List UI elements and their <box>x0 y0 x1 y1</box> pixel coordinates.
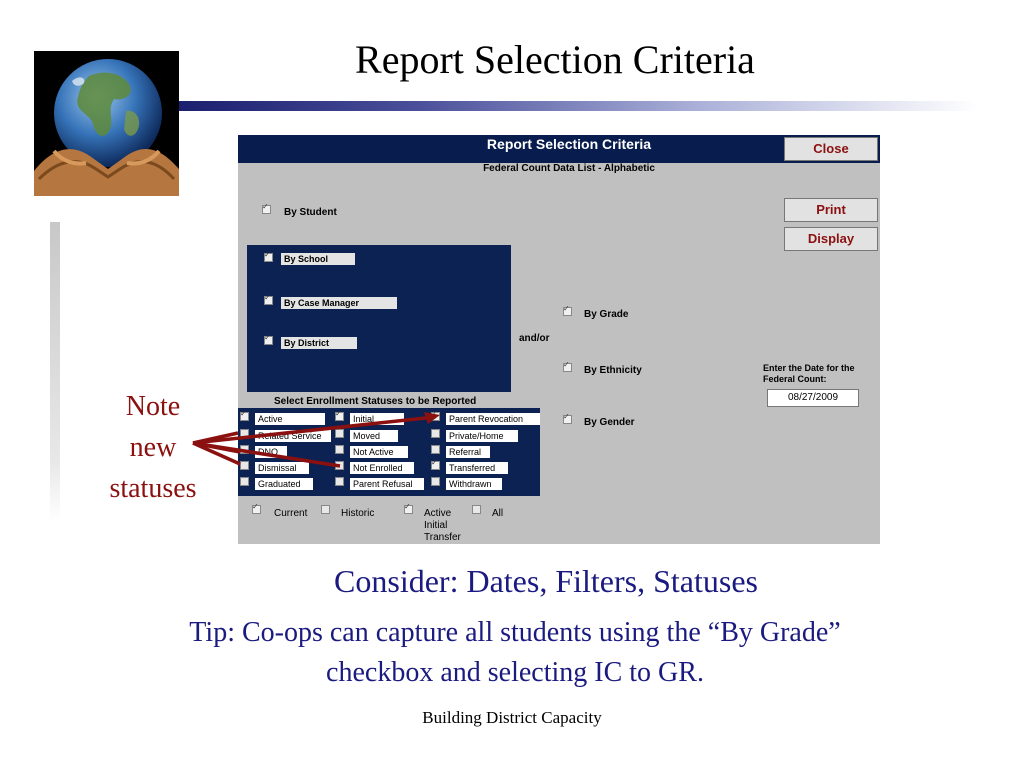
status-label: Parent Refusal <box>350 478 424 490</box>
screen-header <box>238 135 880 163</box>
arrow-not-enrolled <box>192 441 341 468</box>
and-or-label: and/or <box>519 333 550 344</box>
arrow-head-icon <box>424 412 440 424</box>
all-checkbox[interactable] <box>472 505 481 514</box>
by-grade-checkbox[interactable] <box>563 304 572 316</box>
status-label: Private/Home <box>446 430 518 442</box>
status-label: Dismissal <box>255 462 309 474</box>
note-line: new <box>129 432 177 463</box>
by-ethnicity-label: By Ethnicity <box>584 365 642 376</box>
status-label: Transferred <box>446 462 508 474</box>
slide-title: Report Selection Criteria <box>355 37 755 82</box>
by-school-checkbox[interactable] <box>264 250 273 262</box>
status-label: Not Enrolled <box>350 462 414 474</box>
status-label: Withdrawn <box>446 478 502 490</box>
print-button[interactable]: Print <box>784 198 878 222</box>
by-student-label: By Student <box>284 207 337 218</box>
display-button[interactable]: Display <box>784 227 878 251</box>
arrow-related-service <box>192 431 239 445</box>
status-checkbox-private-home[interactable] <box>431 429 440 438</box>
historic-checkbox[interactable] <box>321 505 330 514</box>
slide-footer: Building District Capacity <box>422 708 602 727</box>
current-checkbox[interactable] <box>252 502 261 514</box>
status-label: Parent Revocation <box>446 413 540 425</box>
tip-text: Tip: Co-ops can capture all students usi… <box>100 613 930 693</box>
active-initial-transfer-label: Active Initial Transfer <box>424 508 461 544</box>
status-checkbox-dismissal[interactable] <box>240 461 249 470</box>
status-checkbox-initial[interactable] <box>335 409 344 421</box>
by-case-manager-checkbox[interactable] <box>264 293 273 305</box>
status-checkbox-moved[interactable] <box>335 429 344 438</box>
grouping-panel <box>247 245 511 392</box>
arrow-parent-revocation <box>192 415 436 445</box>
option-line: Initial <box>424 520 448 531</box>
report-screenshot: Report Selection Criteria Federal Count … <box>238 135 880 544</box>
current-label: Current <box>274 508 308 519</box>
status-checkbox-graduated[interactable] <box>240 477 249 486</box>
title-rule <box>178 101 978 111</box>
status-label: Active <box>255 413 325 425</box>
active-initial-transfer-checkbox[interactable] <box>404 502 413 514</box>
status-checkbox-active[interactable] <box>240 409 249 421</box>
by-district-checkbox[interactable] <box>264 333 273 345</box>
status-checkbox-withdrawn[interactable] <box>431 477 440 486</box>
status-checkbox-referral[interactable] <box>431 445 440 454</box>
consider-heading: Consider: Dates, Filters, Statuses <box>334 563 758 599</box>
date-label-line: Enter the Date for the <box>763 363 855 373</box>
by-gender-label: By Gender <box>584 417 635 428</box>
status-label: Not Active <box>350 446 408 458</box>
note-new-statuses: Note new statuses <box>96 386 210 509</box>
date-label-line: Federal Count: <box>763 374 827 384</box>
option-line: Active <box>424 508 452 519</box>
status-label: Referral <box>446 446 490 458</box>
option-line: Transfer <box>424 532 461 543</box>
left-accent-bar <box>50 222 60 522</box>
by-grade-label: By Grade <box>584 309 629 320</box>
note-line: Note <box>125 391 181 422</box>
federal-count-date-label: Enter the Date for the Federal Count: <box>763 363 883 385</box>
by-gender-checkbox[interactable] <box>563 412 572 424</box>
tip-line: checkbox and selecting IC to GR. <box>326 657 704 688</box>
all-label: All <box>492 508 504 519</box>
by-ethnicity-checkbox[interactable] <box>563 360 572 372</box>
status-checkbox-not-active[interactable] <box>335 445 344 454</box>
close-button[interactable]: Close <box>784 137 878 161</box>
globe-hands-image <box>34 51 179 196</box>
by-case-manager-label: By Case Manager <box>281 297 397 309</box>
arrow-dismissal <box>192 441 241 466</box>
statuses-title: Select Enrollment Statuses to be Reporte… <box>274 396 477 407</box>
screen-subtitle: Federal Count Data List - Alphabetic <box>483 163 655 174</box>
by-school-label: By School <box>281 253 355 265</box>
status-checkbox-transferred[interactable] <box>431 458 440 470</box>
status-label: Moved <box>350 430 398 442</box>
tip-line: Tip: Co-ops can capture all students usi… <box>189 617 841 648</box>
note-line: statuses <box>109 473 197 504</box>
screen-header-title: Report Selection Criteria <box>486 136 652 152</box>
by-district-label: By District <box>281 337 357 349</box>
globe-icon <box>34 51 179 196</box>
status-label: Graduated <box>255 478 313 490</box>
federal-count-date-input[interactable]: 08/27/2009 <box>767 389 859 407</box>
by-student-checkbox[interactable] <box>262 202 271 214</box>
status-checkbox-parent-refusal[interactable] <box>335 477 344 486</box>
historic-label: Historic <box>341 508 375 519</box>
